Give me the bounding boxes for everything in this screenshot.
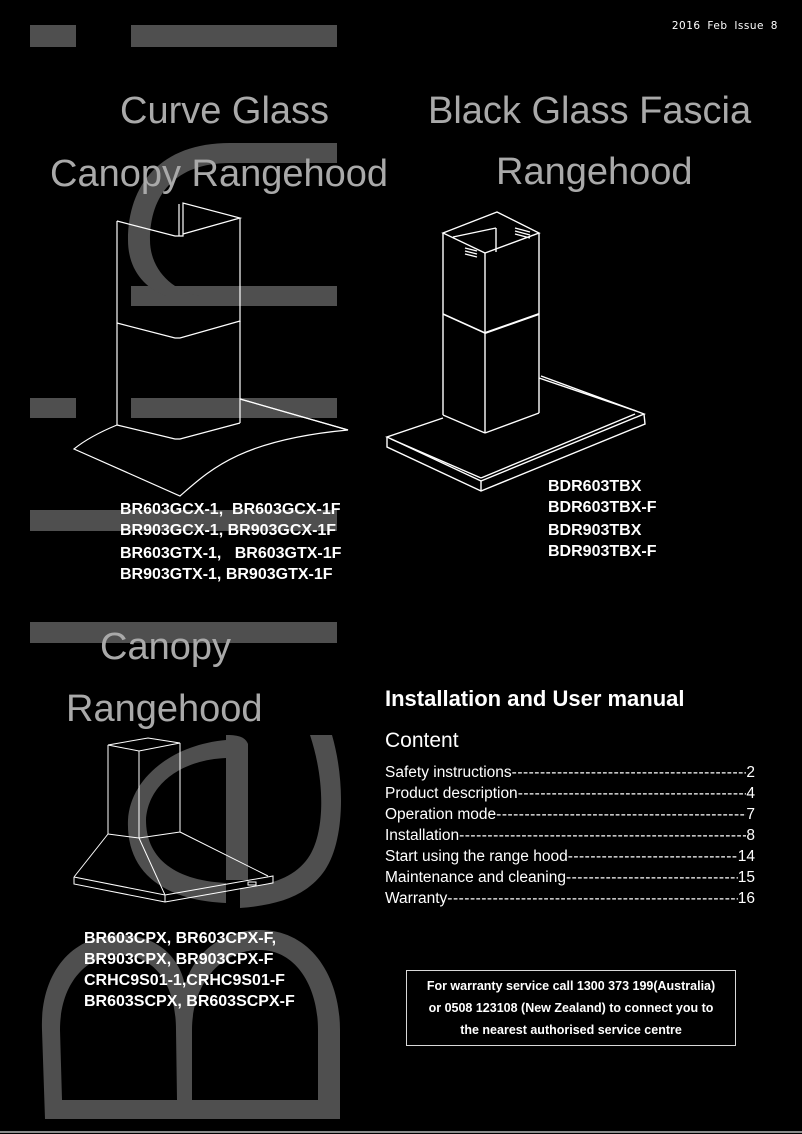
black-glass-title-line1: Black Glass Fascia [428,90,752,132]
toc-page-number: 8 [746,827,755,844]
toc-leader [512,762,747,783]
toc-entry-operation-mode[interactable]: Operation mode 7 [385,804,755,825]
toc-entry-maintenance[interactable]: Maintenance and cleaning 15 [385,867,755,888]
canopy-title-line1: Canopy [100,626,231,668]
toc-label: Installation [385,827,460,844]
model-code: BR603GTX-1, BR603GTX-1F [120,545,342,562]
content-heading: Content [385,729,459,752]
canopy-model-list: BR603CPX, BR603CPX-F, BR903CPX, BR903CPX-… [84,928,295,1012]
toc-label: Warranty [385,890,448,907]
table-of-contents: Safety instructions 2 Product description… [385,762,755,909]
model-code: BR603GCX-1, BR603GCX-1F [120,501,341,518]
black-glass-title-line2: Rangehood [496,151,693,193]
toc-page-number: 15 [737,869,755,886]
model-code: BDR603TBX-F [548,499,657,516]
toc-leader [496,804,746,825]
toc-label: Maintenance and cleaning [385,869,566,886]
toc-label: Product description [385,785,518,802]
toc-page-number: 4 [746,785,755,802]
toc-page-number: 7 [746,806,755,823]
model-code: CRHC9S01-1,CRHC9S01-F [84,972,285,989]
model-code: BR603SCPX, BR603SCPX-F [84,993,295,1010]
manual-title: Installation and User manual [385,686,685,711]
toc-leader [447,888,737,909]
toc-label: Start using the range hood [385,848,568,865]
model-code: BR903GCX-1, BR903GCX-1F [120,522,337,539]
toc-leader [568,846,738,867]
curve-glass-title-line2: Canopy Rangehood [50,153,389,195]
model-code: BDR903TBX-F [548,543,657,560]
curve-glass-model-list: BR603GCX-1, BR603GCX-1F BR903GCX-1, BR903… [120,499,341,585]
model-code: BDR903TBX [548,522,642,539]
warranty-notice-line: or 0508 123108 (New Zealand) to connect … [428,1001,714,1015]
toc-page-number: 2 [746,764,755,781]
toc-entry-start-using[interactable]: Start using the range hood 14 [385,846,755,867]
model-code: BR903GTX-1, BR903GTX-1F [120,566,333,583]
canopy-title-line2: Rangehood [66,688,263,730]
model-code: BR603CPX, BR603CPX-F, [84,930,277,947]
toc-leader [566,867,738,888]
warranty-notice-box: For warranty service call 1300 373 199(A… [406,970,736,1046]
toc-label: Safety instructions [385,764,512,781]
warranty-notice-line: For warranty service call 1300 373 199(A… [426,979,716,993]
toc-leader [518,783,747,804]
toc-page-number: 16 [737,890,755,907]
warranty-notice-line: the nearest authorised service centre [460,1023,682,1037]
model-code: BR903CPX, BR903CPX-F [84,951,274,968]
toc-leader [459,825,746,846]
issue-date: 2016 Feb Issue 8 [671,20,778,32]
black-glass-model-list: BDR603TBX BDR603TBX-F BDR903TBX BDR903TBX-F [548,476,656,562]
toc-entry-warranty[interactable]: Warranty 16 [385,888,755,909]
toc-entry-installation[interactable]: Installation 8 [385,825,755,846]
toc-page-number: 14 [737,848,755,865]
toc-entry-safety[interactable]: Safety instructions 2 [385,762,755,783]
model-code: BDR603TBX [548,478,642,495]
toc-entry-product-description[interactable]: Product description 4 [385,783,755,804]
toc-label: Operation mode [385,806,497,823]
bottom-divider [0,1131,802,1133]
curve-glass-title-line1: Curve Glass [120,90,330,132]
